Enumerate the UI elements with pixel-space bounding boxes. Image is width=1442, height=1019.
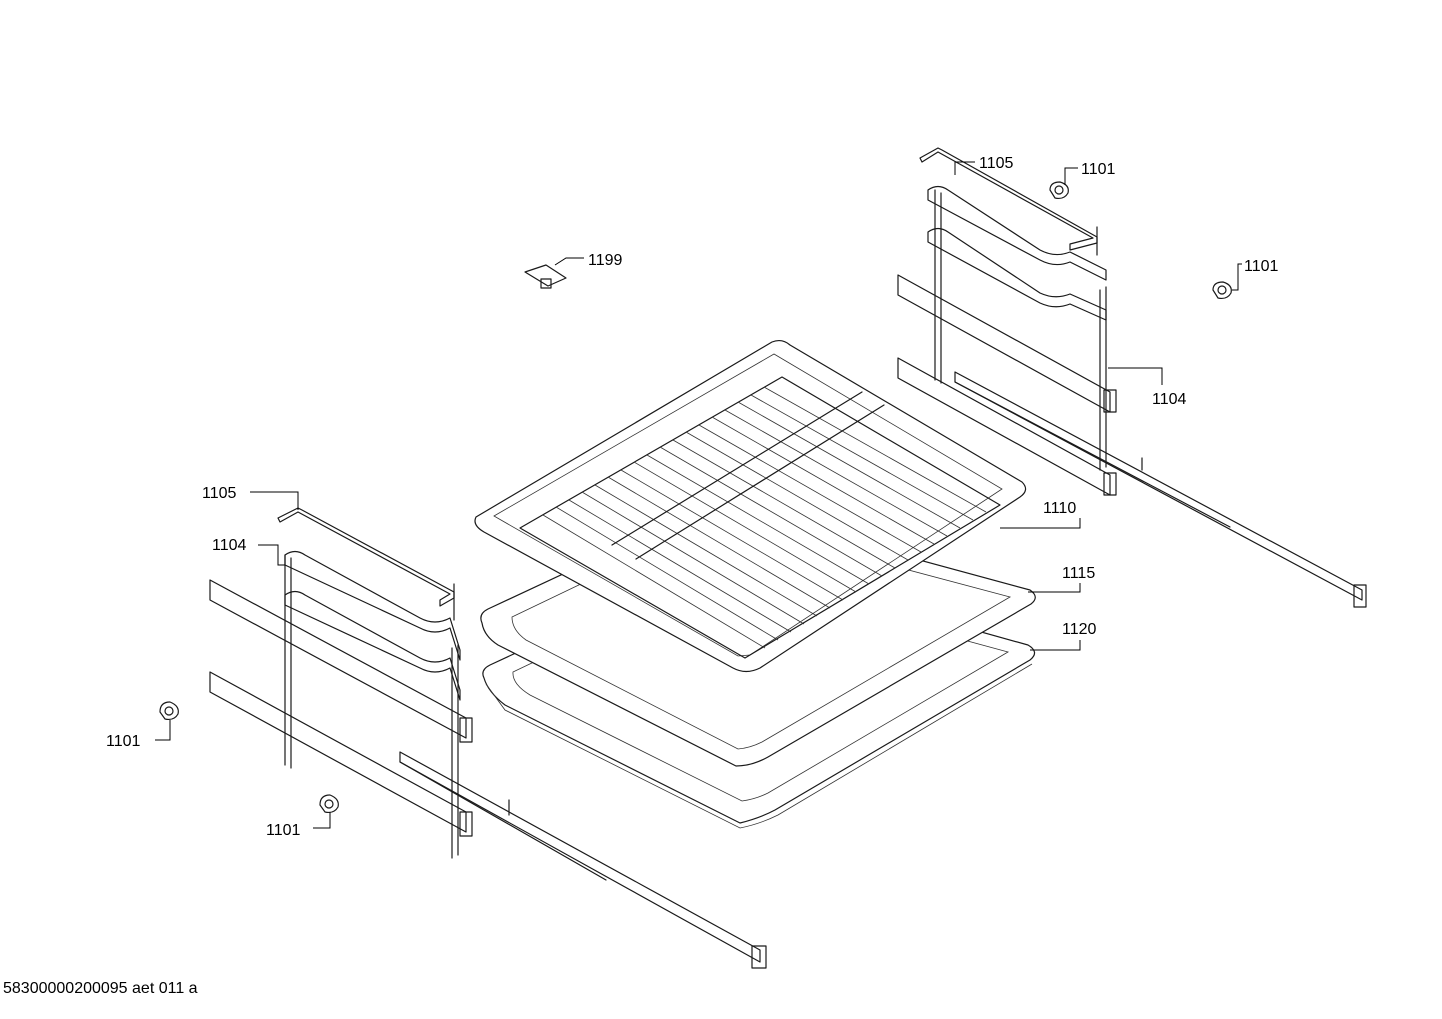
callout-1120: 1120 bbox=[1062, 621, 1097, 638]
callout-1104-left: 1104 bbox=[212, 537, 247, 554]
callout-1105-left: 1105 bbox=[202, 485, 237, 502]
holder-1199 bbox=[524, 264, 567, 289]
shelf-support-left-1104 bbox=[209, 550, 473, 859]
callout-1101-left: 1101 bbox=[106, 733, 141, 750]
wire-guide-left-1105 bbox=[277, 507, 455, 621]
callout-1101-bottom: 1101 bbox=[266, 822, 301, 839]
shelf-support-right-1104 bbox=[897, 185, 1117, 496]
clip-1101-right bbox=[1212, 281, 1232, 300]
leader-lines bbox=[155, 161, 1242, 829]
callout-1104-right: 1104 bbox=[1152, 391, 1187, 408]
wire-guide-right-1105 bbox=[919, 147, 1098, 256]
telescopic-rail-left bbox=[399, 751, 767, 969]
telescopic-rail-right bbox=[954, 371, 1367, 608]
callout-1199: 1199 bbox=[588, 252, 623, 269]
callout-1115: 1115 bbox=[1062, 565, 1095, 582]
clip-1101-left bbox=[159, 701, 179, 721]
clip-1101-bottom bbox=[319, 794, 339, 814]
wire-rack-1110 bbox=[474, 339, 1027, 673]
callout-1101-right: 1101 bbox=[1244, 258, 1279, 275]
callout-1101-top: 1101 bbox=[1081, 161, 1116, 178]
drawing-reference-number: 58300000200095 aet 011 a bbox=[3, 980, 198, 997]
callout-1105-top: 1105 bbox=[979, 155, 1014, 172]
callout-1110: 1110 bbox=[1043, 500, 1076, 517]
clip-1101-top bbox=[1049, 181, 1069, 200]
